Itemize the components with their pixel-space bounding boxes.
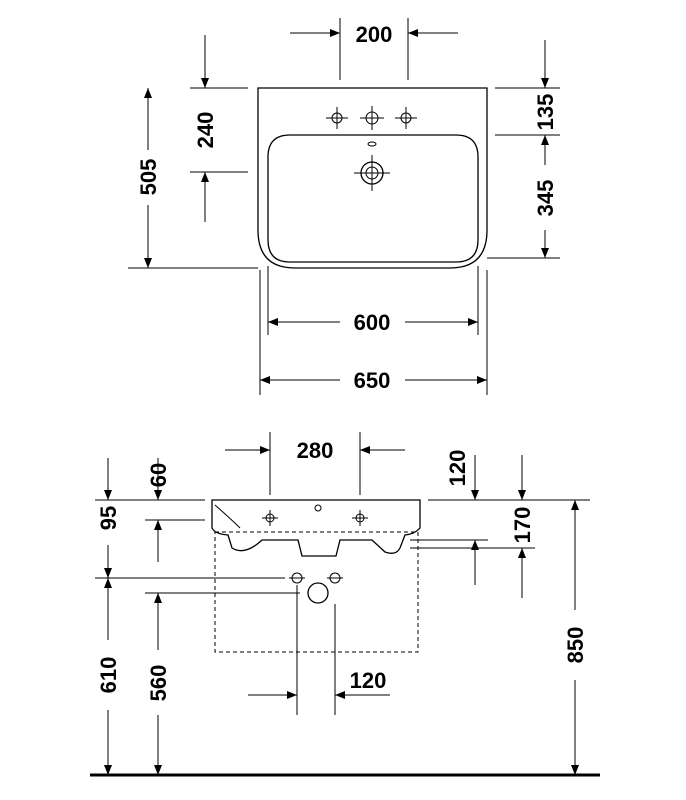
dim-345: 345 [533,180,558,217]
dim-95: 95 [96,506,121,530]
pipe-connections-icon [289,572,343,604]
dim-610: 610 [96,657,121,694]
dim-505: 505 [136,159,161,196]
dim-120-top: 120 [445,450,470,487]
basin-side-outline [211,499,421,557]
dim-850: 850 [563,627,588,664]
dim-60: 60 [146,463,171,487]
dim-280: 280 [297,438,334,463]
bowl-outline [267,134,479,263]
dim-170: 170 [510,507,535,544]
dim-200: 200 [356,22,393,47]
dim-560: 560 [146,665,171,702]
basin-outline [257,87,488,269]
cabinet-outline [214,531,419,653]
tap-hole-icon [262,504,368,526]
dim-240: 240 [193,112,218,149]
dim-135: 135 [533,94,558,131]
dim-650: 650 [354,368,391,393]
tap-hole-icon [326,106,417,130]
side-view: 280 60 95 610 560 120 170 850 [90,432,600,777]
top-view: 200 240 505 135 345 600 650 [128,18,560,395]
dim-600: 600 [354,310,391,335]
drain-icon [354,141,390,191]
dim-120-bottom: 120 [350,668,387,693]
